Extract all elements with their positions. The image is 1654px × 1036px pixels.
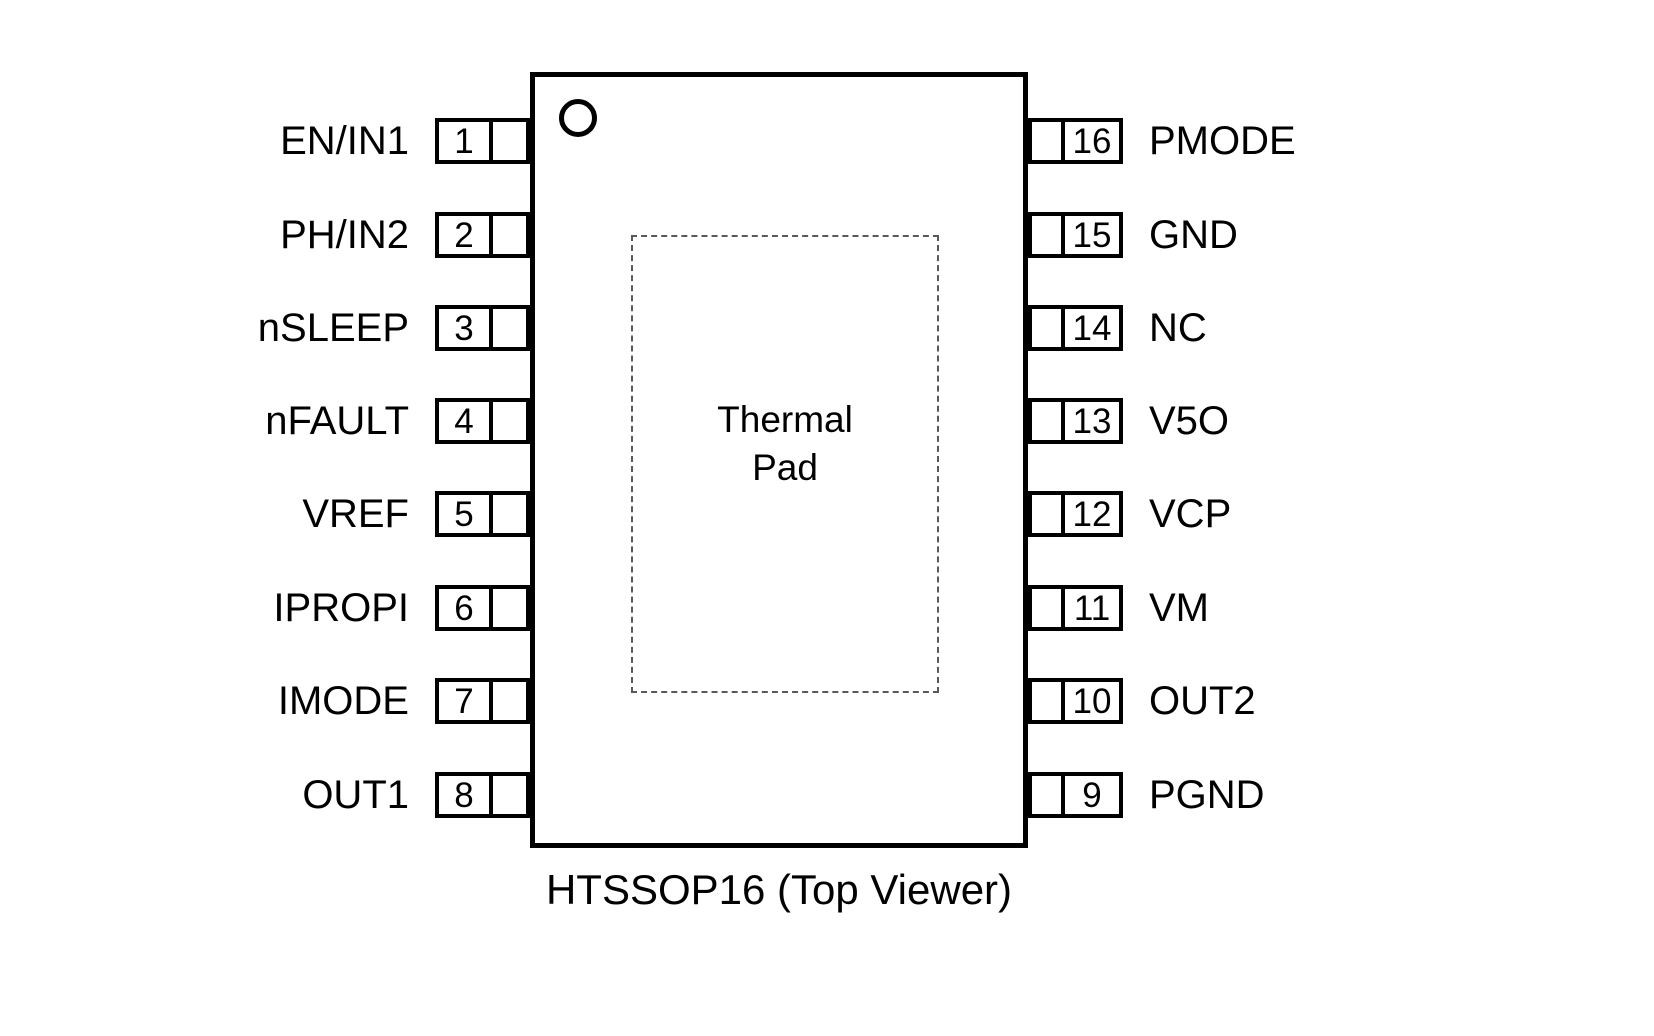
pin-stub xyxy=(493,305,530,351)
thermal-pad-label: Thermal Pad xyxy=(717,398,853,488)
pin-stub xyxy=(1028,305,1065,351)
pin-row-left-5: VREF 5 xyxy=(0,491,530,537)
pin-4: 4 xyxy=(435,398,530,444)
pin-stub xyxy=(1028,678,1065,724)
pin-row-left-7: IMODE 7 xyxy=(0,678,530,724)
pin-16: 16 xyxy=(1028,118,1123,164)
pin-stub xyxy=(1028,585,1065,631)
pin-11: 11 xyxy=(1028,585,1123,631)
pin1-indicator-circle xyxy=(559,99,597,137)
pin-5: 5 xyxy=(435,491,530,537)
pin-stub xyxy=(493,398,530,444)
pin-stub xyxy=(1028,118,1065,164)
pin-12: 12 xyxy=(1028,491,1123,537)
pin-stub xyxy=(1028,772,1065,818)
pin-label: VCP xyxy=(1149,491,1232,536)
pin-row-right-16: 16 PMODE xyxy=(1028,118,1654,164)
pin-label: IPROPI xyxy=(273,585,409,630)
pin-2: 2 xyxy=(435,212,530,258)
pin-number: 2 xyxy=(435,212,493,258)
pin-label: V5O xyxy=(1149,398,1230,443)
pin-number: 11 xyxy=(1065,585,1123,631)
pin-number: 3 xyxy=(435,305,493,351)
pin-stub xyxy=(493,491,530,537)
pin-number: 4 xyxy=(435,398,493,444)
pin-number: 10 xyxy=(1065,678,1123,724)
pin-label: nSLEEP xyxy=(257,305,409,350)
pin-10: 10 xyxy=(1028,678,1123,724)
pin-row-left-2: PH/IN2 2 xyxy=(0,212,530,258)
pin-label: OUT1 xyxy=(302,772,409,817)
pin-label: PGND xyxy=(1149,772,1265,817)
pin-15: 15 xyxy=(1028,212,1123,258)
pin-6: 6 xyxy=(435,585,530,631)
pin-label: VREF xyxy=(302,491,409,536)
pin-stub xyxy=(1028,212,1065,258)
pin-row-left-4: nFAULT 4 xyxy=(0,398,530,444)
pin-stub xyxy=(493,118,530,164)
pin-label: nFAULT xyxy=(265,398,409,443)
pin-13: 13 xyxy=(1028,398,1123,444)
pin-number: 1 xyxy=(435,118,493,164)
pin-1: 1 xyxy=(435,118,530,164)
thermal-pad: Thermal Pad xyxy=(631,235,939,693)
pin-number: 5 xyxy=(435,491,493,537)
pin-number: 16 xyxy=(1065,118,1123,164)
pin-number: 9 xyxy=(1065,772,1123,818)
pin-number: 12 xyxy=(1065,491,1123,537)
pin-number: 6 xyxy=(435,585,493,631)
pin-label: NC xyxy=(1149,305,1207,350)
pin-label: OUT2 xyxy=(1149,678,1256,723)
pin-number: 7 xyxy=(435,678,493,724)
pin-row-left-8: OUT1 8 xyxy=(0,772,530,818)
pin-number: 14 xyxy=(1065,305,1123,351)
pin-row-right-12: 12 VCP xyxy=(1028,491,1654,537)
pin-stub xyxy=(493,678,530,724)
pin-9: 9 xyxy=(1028,772,1123,818)
pin-stub xyxy=(1028,491,1065,537)
pin-label: GND xyxy=(1149,212,1238,257)
pin-14: 14 xyxy=(1028,305,1123,351)
pin-3: 3 xyxy=(435,305,530,351)
pin-row-right-9: 9 PGND xyxy=(1028,772,1654,818)
pin-row-right-11: 11 VM xyxy=(1028,585,1654,631)
package-caption: HTSSOP16 (Top Viewer) xyxy=(545,866,1013,913)
pin-row-left-3: nSLEEP 3 xyxy=(0,305,530,351)
pin-number: 13 xyxy=(1065,398,1123,444)
pin-row-right-14: 14 NC xyxy=(1028,305,1654,351)
pin-7: 7 xyxy=(435,678,530,724)
pin-row-left-1: EN/IN1 1 xyxy=(0,118,530,164)
pin-label: PMODE xyxy=(1149,118,1296,163)
pin-row-right-10: 10 OUT2 xyxy=(1028,678,1654,724)
pin-row-right-15: 15 GND xyxy=(1028,212,1654,258)
pin-stub xyxy=(493,585,530,631)
pin-number: 15 xyxy=(1065,212,1123,258)
pin-stub xyxy=(1028,398,1065,444)
pin-row-left-6: IPROPI 6 xyxy=(0,585,530,631)
pin-label: EN/IN1 xyxy=(280,118,409,163)
pin-number: 8 xyxy=(435,772,493,818)
pin-row-right-13: 13 V5O xyxy=(1028,398,1654,444)
pin-label: IMODE xyxy=(277,678,409,723)
ic-body: Thermal Pad xyxy=(530,72,1028,848)
pin-8: 8 xyxy=(435,772,530,818)
pin-stub xyxy=(493,772,530,818)
pin-label: PH/IN2 xyxy=(280,212,409,257)
pin-stub xyxy=(493,212,530,258)
pin-label: VM xyxy=(1149,585,1209,630)
